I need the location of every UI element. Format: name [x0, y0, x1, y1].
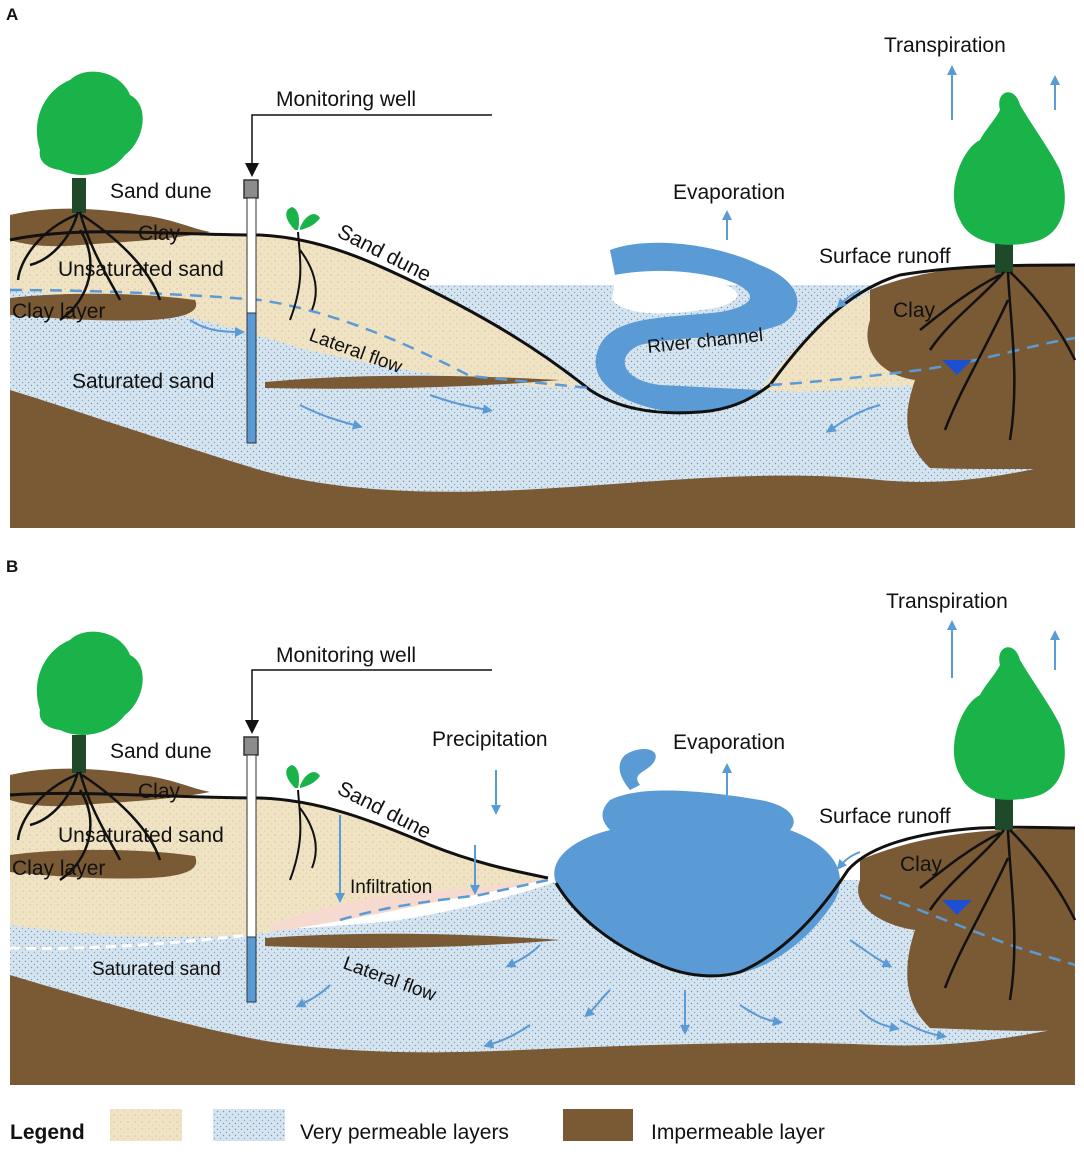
panel-b-clay-layer-label: Clay layer: [12, 857, 105, 880]
panel-a-transpiration-label: Transpiration: [884, 34, 1006, 57]
panel-b-monitoring-well-label: Monitoring well: [276, 644, 416, 667]
panel-b-surface-runoff-label: Surface runoff: [819, 805, 951, 828]
legend-title: Legend: [10, 1121, 85, 1144]
panel-b-right-tree: [919, 647, 1077, 1001]
legend-impermeable-label: Impermeable layer: [651, 1121, 825, 1144]
panel-a-river-channel: [595, 242, 798, 413]
panel-a-water-table-marker: [942, 360, 972, 375]
panel-a-sand-dune-left-label: Sand dune: [110, 180, 212, 203]
panel-a-clay-lens: [10, 293, 197, 321]
panel-b-mid-clay-lens: [265, 933, 560, 948]
panel-b-clay-top-label: Clay: [138, 780, 181, 803]
panel-b-lake-plume: [619, 748, 656, 790]
panel-b-clay-right-label: Clay: [900, 853, 943, 876]
panel-b-sand-dune-left-label: Sand dune: [110, 740, 212, 763]
panel-b: B: [6, 557, 1077, 1085]
panel-a-water-table: [9, 288, 1076, 390]
legend-permeable-label: Very permeable layers: [300, 1121, 509, 1144]
panel-b-seedling: [286, 765, 320, 881]
panel-a-mid-clay-lens: [265, 375, 560, 389]
panel-b-infiltration-label: Infiltration: [350, 877, 432, 898]
panel-a-right-clay-hill: [867, 264, 1075, 470]
panel-a-clay-right-label: Clay: [893, 299, 936, 322]
panel-a-river-island: [612, 272, 738, 314]
panel-a-arrows: [189, 65, 1060, 433]
panel-b-water-table: [339, 878, 1076, 967]
panel-a-top-clay: [10, 208, 210, 247]
panel-b-letter: B: [6, 557, 18, 576]
panel-a-left-tree: [16, 71, 162, 322]
panel-a-monitoring-well: [243, 179, 259, 444]
panel-a-right-tree: [919, 92, 1077, 441]
panel-b-monitoring-well: [243, 736, 259, 1003]
panel-b-clay-lens: [10, 849, 197, 879]
panel-a-clay-top-label: Clay: [138, 222, 181, 245]
legend-permeable-swatch: [213, 1109, 285, 1141]
panel-b-evaporation-label: Evaporation: [673, 731, 785, 754]
panel-b-saturated-label: Saturated sand: [92, 959, 221, 980]
panel-b-transpiration-label: Transpiration: [886, 590, 1008, 613]
panel-a-ground-line: [9, 230, 1076, 415]
panel-b-left-tree: [16, 631, 162, 882]
legend-impermeable-swatch: [563, 1109, 633, 1141]
panel-b-arrows: [295, 620, 1060, 1049]
panel-b-old-water-line: [9, 933, 251, 950]
panel-b-unsaturated-label: Unsaturated sand: [58, 824, 224, 847]
panel-a-unsaturated-label: Unsaturated sand: [58, 258, 224, 281]
legend: Legend Very permeable layers Impermeable…: [10, 1109, 825, 1144]
panel-a-letter: A: [6, 5, 18, 24]
panel-b-ground-line: [9, 791, 1076, 978]
panel-b-impermeable-base: [10, 975, 1075, 1085]
panel-a-evaporation-label: Evaporation: [673, 181, 785, 204]
panel-a-clay-layer-label: Clay layer: [12, 300, 105, 323]
panel-a-well-pointer: [245, 114, 492, 177]
panel-b-lake: [554, 790, 840, 977]
panel-b-water-table-marker: [942, 900, 972, 915]
panel-b-precipitation-label: Precipitation: [432, 728, 548, 751]
panel-a-unsaturated-zone: [10, 231, 580, 388]
panel-b-well-pointer: [245, 669, 492, 734]
panel-a-seedling: [286, 207, 320, 321]
panel-a: A: [6, 5, 1077, 528]
panel-a-saturated-label: Saturated sand: [72, 370, 214, 393]
legend-unsaturated-swatch: [110, 1109, 182, 1141]
panel-a-surface-runoff-label: Surface runoff: [819, 245, 951, 268]
panel-b-right-clay-hill: [858, 828, 1075, 1031]
panel-a-monitoring-well-label: Monitoring well: [276, 88, 416, 111]
panel-a-impermeable-base: [10, 390, 1075, 528]
